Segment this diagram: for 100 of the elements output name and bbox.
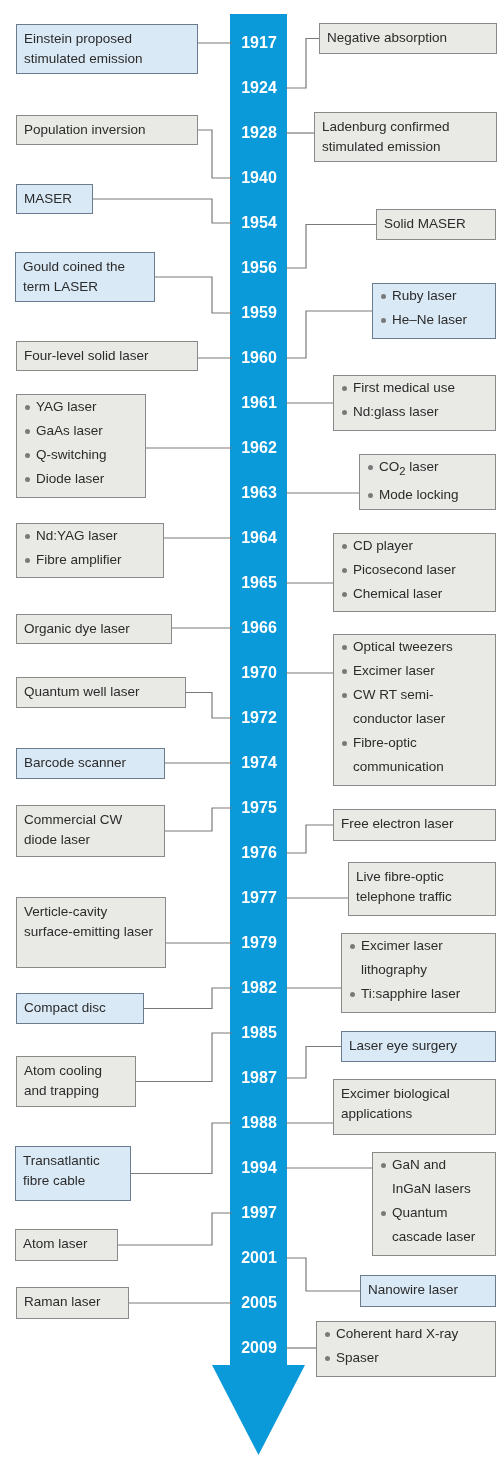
year-label: 1940	[232, 168, 286, 188]
event-text: Four-level solid laser	[24, 347, 150, 365]
event-box	[16, 24, 198, 74]
event-box	[16, 677, 186, 708]
connector-line	[285, 582, 334, 584]
event-text: Nd:YAG laser	[36, 528, 118, 543]
connector-line	[285, 132, 315, 134]
event-text: Verticle-cavity surface-emitting laser	[24, 903, 155, 941]
event-box	[16, 993, 144, 1024]
connector-line	[285, 1045, 342, 1079]
event-text: CW RT semi- conductor laser	[353, 687, 446, 726]
event-text: Barcode scanner	[24, 754, 128, 772]
connector-line	[285, 223, 377, 269]
event-box	[16, 394, 146, 498]
event-box	[348, 862, 496, 916]
year-label: 1997	[232, 1203, 286, 1223]
event-text: Excimer laser lithography	[361, 938, 443, 977]
year-label: 1924	[232, 78, 286, 98]
event-text: Compact disc	[24, 999, 107, 1017]
year-label: 1988	[232, 1113, 286, 1133]
connector-line	[163, 537, 233, 539]
event-text: Live fibre-optic telephone traffic	[356, 868, 453, 906]
connector-line	[197, 129, 233, 179]
year-label: 1963	[232, 483, 286, 503]
year-label: 1977	[232, 888, 286, 908]
year-label: 1956	[232, 258, 286, 278]
year-label: 1994	[232, 1158, 286, 1178]
event-box	[372, 1152, 496, 1256]
connector-line	[164, 807, 233, 832]
connector-line	[164, 762, 233, 764]
year-label: 1974	[232, 753, 286, 773]
event-box	[341, 1031, 496, 1062]
year-label: 1975	[232, 798, 286, 818]
year-label: 2009	[232, 1338, 286, 1358]
event-text: Einstein proposed stimulated emission	[24, 30, 144, 68]
year-label: 1964	[232, 528, 286, 548]
event-text: MASER	[24, 190, 73, 208]
event-text: Population inversion	[24, 121, 147, 139]
event-text: Free electron laser	[341, 815, 455, 833]
event-text: Transatlantic fibre cable	[23, 1152, 101, 1190]
event-text: Nd:glass laser	[353, 404, 439, 419]
connector-line	[143, 987, 233, 1010]
year-label: 1972	[232, 708, 286, 728]
year-label: 1928	[232, 123, 286, 143]
event-text: Ti:sapphire laser	[361, 986, 461, 1001]
connector-line	[165, 942, 233, 944]
connector-line	[197, 42, 233, 44]
event-text: Optical tweezers	[353, 639, 453, 654]
connector-line	[285, 1257, 361, 1292]
year-label: 1954	[232, 213, 286, 233]
event-box	[333, 533, 496, 612]
year-label: 1982	[232, 978, 286, 998]
event-box	[15, 1229, 118, 1261]
event-text: Coherent hard X-ray	[336, 1326, 459, 1341]
event-box	[16, 748, 165, 779]
connector-line	[285, 897, 349, 899]
event-text: Diode laser	[36, 471, 105, 486]
event-text: Commercial CW diode laser	[24, 811, 124, 849]
event-box	[16, 341, 198, 371]
event-text: Ladenburg confirmed stimulated emission	[322, 118, 451, 156]
event-text: He–Ne laser	[392, 312, 468, 327]
event-text: Atom laser	[23, 1235, 89, 1253]
event-box	[15, 252, 155, 302]
connector-line	[285, 987, 342, 989]
event-text: Quantum cascade laser	[392, 1205, 476, 1244]
year-label: 1966	[232, 618, 286, 638]
event-text: GaAs laser	[36, 423, 103, 438]
connector-line	[285, 492, 360, 494]
event-box	[16, 523, 164, 578]
event-text: Excimer biological applications	[341, 1085, 451, 1123]
event-text: Raman laser	[24, 1293, 102, 1311]
connector-line	[285, 1347, 317, 1349]
event-text: Gould coined the term LASER	[23, 258, 127, 296]
year-label: 2005	[232, 1293, 286, 1313]
event-text: Organic dye laser	[24, 620, 131, 638]
event-box	[16, 614, 172, 644]
event-text: Chemical laser	[353, 586, 443, 601]
connector-line	[285, 37, 320, 89]
event-box	[333, 1079, 496, 1135]
event-box	[16, 805, 165, 857]
year-label: 1917	[232, 33, 286, 53]
connector-line	[130, 1122, 233, 1175]
event-text: Ruby laser	[392, 288, 457, 303]
connector-line	[285, 824, 334, 854]
connector-line	[197, 357, 233, 359]
connector-line	[154, 276, 233, 314]
event-text: CD player	[353, 538, 414, 553]
event-box	[333, 634, 496, 786]
event-text: Picosecond laser	[353, 562, 456, 577]
year-label: 1979	[232, 933, 286, 953]
year-label: 1970	[232, 663, 286, 683]
connector-line	[285, 1122, 334, 1124]
connector-line	[135, 1032, 233, 1083]
year-label: 1962	[232, 438, 286, 458]
connector-line	[285, 402, 334, 404]
event-text: Mode locking	[379, 486, 459, 502]
connector-line	[171, 627, 233, 629]
event-box	[16, 115, 198, 145]
connector-line	[128, 1302, 233, 1304]
event-box	[16, 184, 93, 214]
